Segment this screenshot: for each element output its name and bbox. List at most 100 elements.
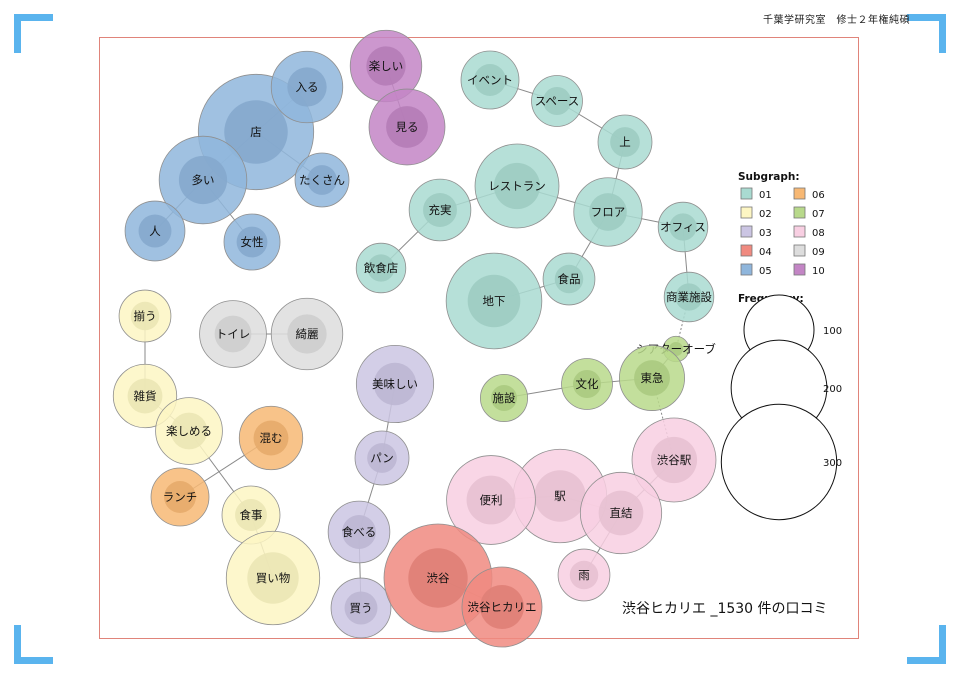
node-label: 見る xyxy=(396,120,419,134)
legend-label-08: 08 xyxy=(812,228,825,239)
node-core xyxy=(342,515,376,549)
node-label: 買う xyxy=(350,601,373,615)
node-label: 地下 xyxy=(483,294,506,308)
legend-swatch-06 xyxy=(793,187,806,200)
node-zakka: 雑貨 xyxy=(112,363,178,429)
node-ue: 上 xyxy=(597,114,653,170)
node-shibuyaeki: 渋谷駅 xyxy=(631,417,717,503)
node-bunka: 文化 xyxy=(561,358,613,410)
node-core xyxy=(572,369,602,399)
node-inshokuten: 飲食店 xyxy=(355,242,407,294)
node-core xyxy=(534,470,586,522)
node-core xyxy=(236,226,268,258)
node-tanoshimeru: 楽しめる xyxy=(155,397,223,465)
node-label: 女性 xyxy=(241,235,264,249)
node-label: 駅 xyxy=(554,489,566,503)
node-core xyxy=(610,127,640,157)
node-label: 店 xyxy=(250,125,262,139)
node-core xyxy=(235,499,267,531)
node-kirei: 綺麗 xyxy=(270,297,344,371)
node-core xyxy=(491,385,517,411)
legend-swatch-04 xyxy=(740,244,753,257)
node-core xyxy=(669,213,697,241)
node-core xyxy=(127,378,163,414)
node-core xyxy=(650,436,698,484)
legend-swatch-01 xyxy=(740,187,753,200)
node-core xyxy=(164,481,196,513)
node-core xyxy=(474,64,506,96)
node-benri: 便利 xyxy=(446,455,536,545)
node-core xyxy=(466,475,516,525)
node-core xyxy=(253,420,289,456)
legend-frequency-label-200: 200 xyxy=(823,384,842,395)
node-core xyxy=(408,548,468,608)
node-chokketsu: 直結 xyxy=(579,471,663,555)
node-label: 食事 xyxy=(240,508,263,522)
node-floor: フロア xyxy=(573,177,643,247)
node-core xyxy=(214,315,252,353)
node-label: 便利 xyxy=(480,493,503,507)
legend-label-06: 06 xyxy=(812,190,825,201)
node-label: 美味しい xyxy=(372,377,418,391)
legend-frequency-circle-300 xyxy=(720,403,838,521)
node-label: たくさん xyxy=(299,173,345,187)
node-label: 東急 xyxy=(641,371,664,385)
node-tanoshii: 楽しい xyxy=(349,29,423,103)
legend-subgraph-title: Subgraph: xyxy=(738,171,800,183)
node-label: 食品 xyxy=(558,272,581,286)
node-label: 雑貨 xyxy=(134,389,157,403)
node-core xyxy=(598,490,644,536)
node-core xyxy=(386,106,428,148)
node-core xyxy=(423,193,457,227)
node-core xyxy=(287,67,327,107)
node-label: 入る xyxy=(296,80,319,94)
node-lunch: ランチ xyxy=(150,467,210,527)
node-label: ランチ xyxy=(163,490,198,504)
legend-swatch-03 xyxy=(740,225,753,238)
node-label: 充実 xyxy=(429,203,452,217)
node-miru: 見る xyxy=(368,88,446,166)
node-label: 渋谷 xyxy=(427,571,450,585)
node-label: パン xyxy=(370,451,394,465)
node-office: オフィス xyxy=(657,201,709,253)
node-label: フロア xyxy=(591,205,626,219)
legend-frequency-label-100: 100 xyxy=(823,326,842,337)
node-label: 食べる xyxy=(342,525,377,539)
node-core xyxy=(224,100,288,164)
node-core xyxy=(178,155,228,205)
node-hito: 人 xyxy=(124,200,186,262)
node-core xyxy=(367,254,395,282)
node-core xyxy=(675,283,703,311)
node-label: 渋谷駅 xyxy=(657,453,692,467)
legend-label-07: 07 xyxy=(812,209,825,220)
node-core xyxy=(467,274,521,328)
node-space: スペース xyxy=(531,75,583,127)
node-kaimono: 買い物 xyxy=(225,530,321,626)
node-core xyxy=(247,552,299,604)
corner-mark-top-right xyxy=(907,14,946,53)
node-core xyxy=(367,443,397,473)
node-label: 人 xyxy=(149,224,161,238)
legend-swatch-07 xyxy=(793,206,806,219)
node-core xyxy=(307,165,337,195)
legend-label-03: 03 xyxy=(759,228,772,239)
node-chika: 地下 xyxy=(445,252,543,350)
node-core xyxy=(287,314,327,354)
node-label: 混む xyxy=(260,431,283,445)
legend-label-04: 04 xyxy=(759,247,772,258)
node-label: 渋谷ヒカリエ xyxy=(468,600,537,614)
node-label: 上 xyxy=(619,135,631,149)
node-juujitsu: 充実 xyxy=(408,178,472,242)
author-note: 千葉学研究室 修士２年権純碩 xyxy=(763,15,910,26)
legend-label-01: 01 xyxy=(759,190,772,201)
node-toukyuu: 東急 xyxy=(619,345,685,411)
node-label: 買い物 xyxy=(256,571,291,585)
node-core xyxy=(130,301,160,331)
node-core xyxy=(569,560,599,590)
node-taberu: 食べる xyxy=(327,500,391,564)
node-oishii: 美味しい xyxy=(355,344,435,424)
node-komu: 混む xyxy=(238,405,304,471)
corner-mark-bottom-left xyxy=(14,625,53,664)
